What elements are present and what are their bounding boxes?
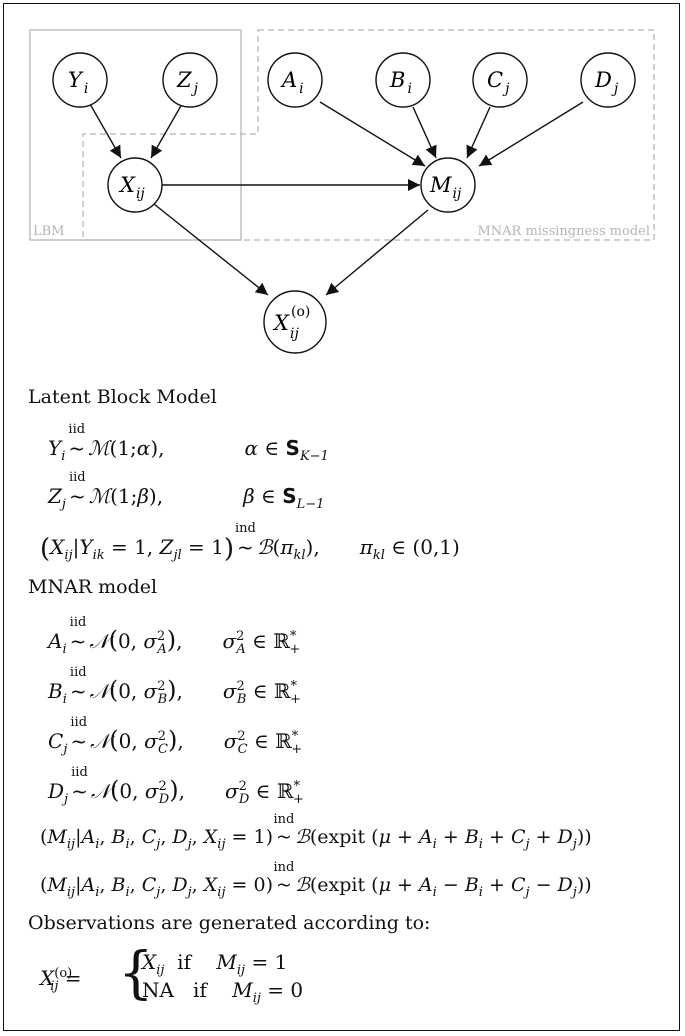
edge-c-m	[466, 106, 491, 159]
mnar-plate-label: MNAR missingness model	[477, 224, 650, 239]
obs-section-title: Observations are generated according to:	[28, 912, 431, 934]
edge-d-m	[478, 101, 584, 167]
node-m: Mij	[420, 157, 476, 213]
edge-a-m	[319, 101, 426, 167]
svg-text:ij: ij	[290, 326, 299, 342]
lbm-plate-label: LBM	[33, 224, 65, 239]
edge-y-x	[89, 103, 122, 159]
figure-frame	[3, 3, 680, 1031]
svg-text:Yi: Yi	[68, 68, 88, 97]
eq-x-cond: (Xij|Yik = 1, Zjl = 1)ind~ℬ(πkl),πkl ∈ (…	[40, 521, 460, 564]
lbm-section-title: Latent Block Model	[28, 386, 217, 408]
eq-observation-case2: NA if Mij = 0	[142, 978, 304, 1006]
edge-m-xo	[325, 209, 429, 296]
edge-b-m	[412, 106, 437, 159]
edge-x-xo	[153, 203, 269, 296]
eq-observation-case1: Xij if Mij = 1	[142, 950, 288, 978]
eq-observation-lhs: X(o)ij =	[40, 966, 82, 994]
mnar-section-title: MNAR model	[28, 576, 158, 598]
edge-z-x	[150, 103, 183, 159]
svg-text:Cj: Cj	[487, 68, 510, 97]
eq-m-x0: (Mij|Ai, Bi, Cj, Dj, Xij = 0)ind~ℬ(expit…	[40, 860, 592, 900]
mnar-plate	[82, 29, 655, 241]
svg-text:Mij: Mij	[429, 173, 462, 202]
svg-text:Xij: Xij	[118, 173, 145, 202]
svg-text:Zj: Zj	[176, 68, 199, 97]
svg-text:(o): (o)	[291, 304, 310, 320]
svg-text:Dj: Dj	[594, 68, 619, 97]
node-x: Xij	[107, 157, 163, 213]
svg-text:Bi: Bi	[389, 68, 412, 97]
eq-observation-brace: {	[118, 941, 154, 1006]
svg-text:X: X	[272, 311, 290, 335]
node-x-observed: X (o) ij	[263, 290, 327, 354]
svg-text:Ai: Ai	[280, 68, 304, 97]
eq-m-x1: (Mij|Ai, Bi, Cj, Dj, Xij = 1)ind~ℬ(expit…	[40, 812, 592, 852]
